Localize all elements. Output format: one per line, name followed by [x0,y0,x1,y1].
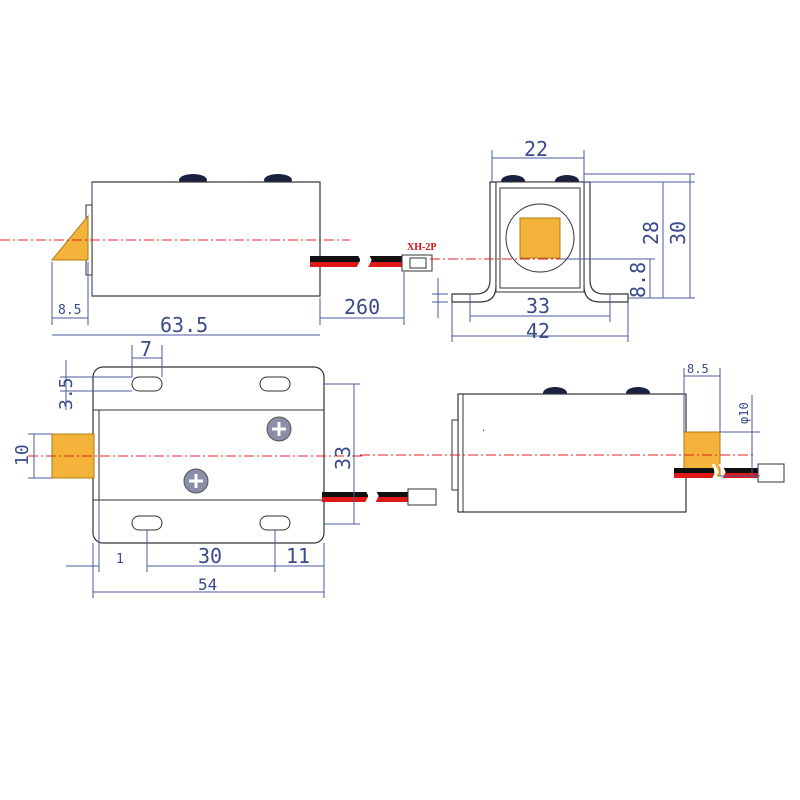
wire-black [368,256,402,262]
wire-black [322,492,368,497]
wire-red [322,497,368,502]
dim-label: 8.5 [58,303,81,318]
mount-slot [131,376,163,392]
mount-slot [131,515,163,531]
dim-label: φ10 [737,402,751,424]
dim-label: 22 [524,137,548,161]
latch-bolt [50,214,89,261]
dim-label: 1 [116,552,124,567]
connector [407,488,437,506]
right-side-view: · 8.5 φ10 [360,362,785,513]
svg-text:·: · [482,426,485,437]
wire-red [310,262,360,267]
bolt-face [519,217,561,259]
mount-slot [259,376,291,392]
wire-red [368,262,402,267]
wire-black [722,468,758,473]
wire-black [376,492,408,497]
dim-label: 54 [198,575,217,594]
dim-label: 10 [12,444,33,466]
front-view: 22 28 30 8.8 33 42 [430,137,695,343]
dim-label: 30 [198,544,222,568]
dim-label: 33 [331,446,355,470]
dim-label: 33 [526,294,550,318]
top-view: 7 3.5 10 33 1 30 11 54 [12,337,437,598]
lock-body [457,393,687,513]
wire-black [310,256,360,262]
dim-label: 63.5 [160,313,208,337]
dim-label: 3.5 [56,377,77,410]
dim-label: 42 [526,319,550,343]
dim-label: 30 [666,221,690,245]
dim-label: 7 [140,337,152,361]
wire-red [674,473,714,478]
connector [757,463,785,483]
lock-body [91,181,321,297]
dim-label: 28 [639,221,663,245]
dim-label: 11 [286,544,310,568]
wire-red [376,497,408,502]
dim-label: 8.5 [687,362,709,376]
side-view: XH-2P 8.5 63.5 260 [0,174,436,337]
dim-label: 260 [344,295,380,319]
mount-slot [259,515,291,531]
mount-plate [92,366,325,544]
connector [401,254,433,272]
connector-label: XH-2P [407,242,436,253]
wire-black [674,468,714,473]
dim-label: 8.8 [626,262,650,298]
